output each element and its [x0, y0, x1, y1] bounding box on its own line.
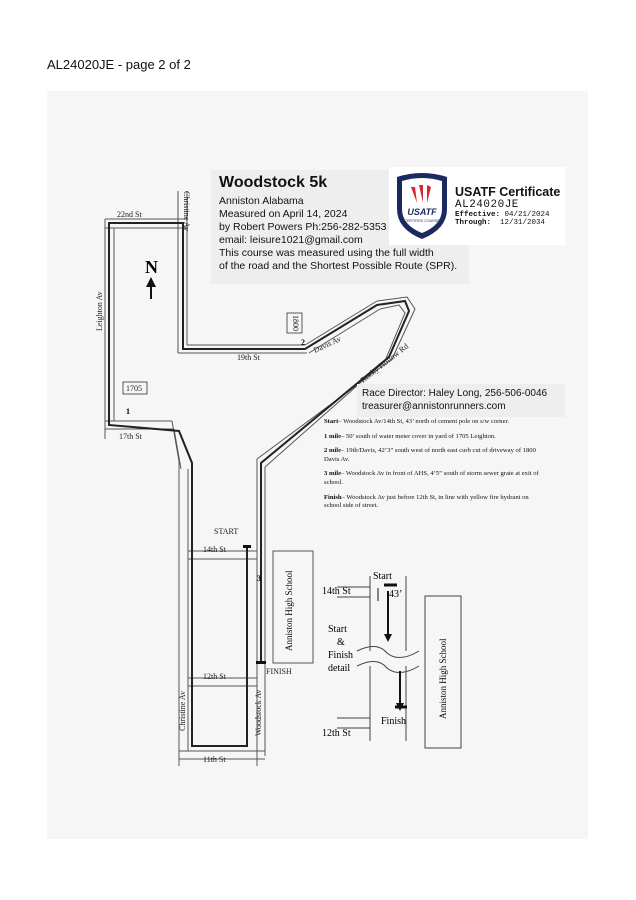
course-map: N 22nd St Christine Av Leighton Av 19th …: [95, 191, 462, 766]
start-finish-detail: [337, 576, 462, 749]
course-email: email: leisure1021@gmail.com: [219, 234, 363, 246]
street-christine-top: Christine Av: [182, 191, 191, 231]
detail-school-label: Anniston High School: [438, 638, 448, 719]
mile-2-label: 2: [301, 338, 305, 347]
course-title: Woodstock 5k: [219, 174, 328, 191]
street-12th: 12th St: [203, 672, 227, 681]
mile-3-label: 3: [257, 574, 261, 583]
certificate-number: AL24020JE: [455, 199, 519, 211]
detail-distance: 43’: [389, 589, 402, 600]
note-start: Start– Woodstock Av/14th St, 43’ north o…: [324, 418, 509, 425]
start-label: START: [214, 527, 238, 536]
course-map-sheet: N 22nd St Christine Av Leighton Av 19th …: [47, 91, 588, 839]
usatf-shield-icon: USATF CERTIFIED COURSE: [397, 173, 447, 239]
address-1705: 1705: [126, 384, 142, 393]
street-19th: 19th St: [237, 353, 261, 362]
note-mile-2: 2 mile– 19th/Davis, 42’3” south west of …: [324, 447, 536, 463]
street-rocky-hollow: Rocky Hollow Rd: [359, 342, 410, 385]
course-measurer: by Robert Powers Ph:256-282-5353: [219, 221, 387, 233]
page-header: AL24020JE - page 2 of 2: [47, 57, 191, 72]
certificate-heading: USATF Certificate: [455, 185, 561, 199]
finish-label: FINISH: [266, 667, 292, 676]
race-director-box: Race Director: Haley Long, 256-506-0046 …: [357, 384, 565, 417]
finish-marker: [256, 661, 266, 664]
detail-street-12th: 12th St: [322, 728, 351, 739]
north-label: N: [145, 257, 158, 277]
street-11th: 11th St: [203, 755, 226, 764]
detail-label-line-1: Start: [328, 624, 347, 635]
detail-label-line-2: &: [337, 637, 345, 648]
street-14th: 14th St: [203, 545, 227, 554]
split-notes: Start– Woodstock Av/14th St, 43’ north o…: [324, 418, 544, 517]
race-director-email: treasurer@annistonrunners.com: [362, 401, 506, 412]
effective-label: Effective:: [455, 211, 501, 219]
street-17th: 17th St: [119, 432, 143, 441]
street-woodstock: Woodstock Av: [254, 689, 263, 736]
usatf-logo-text: USATF: [407, 207, 437, 217]
note-mile-1: 1 mile– 50’ south of water meter cover i…: [324, 432, 496, 440]
detail-finish-label: Finish: [381, 716, 406, 727]
north-arrow: N: [145, 257, 158, 299]
effective-date: 04/21/2024: [504, 211, 550, 219]
course-method-line-2: of the road and the Shortest Possible Ro…: [219, 260, 458, 272]
detail-label-line-3: Finish: [328, 650, 353, 661]
address-1800: 1800: [291, 315, 300, 331]
school-label: Anniston High School: [284, 570, 294, 651]
course-measured-date: Measured on April 14, 2024: [219, 208, 348, 220]
usatf-logo-subtext: CERTIFIED COURSE: [404, 219, 440, 223]
usatf-certificate: USATF CERTIFIED COURSE USATF Certificate…: [389, 167, 565, 245]
course-location: Anniston Alabama: [219, 195, 304, 207]
street-davis: Davis Av: [312, 334, 342, 355]
through-date: 12/31/2034: [500, 219, 546, 227]
mile-1-label: 1: [126, 407, 130, 416]
through-label: Through:: [455, 219, 492, 227]
detail-start-label: Start: [373, 571, 392, 582]
race-director-name: Race Director: Haley Long, 256-506-0046: [362, 388, 548, 399]
note-finish: Finish– Woodstock Av just before 12th St…: [324, 493, 529, 510]
detail-label-line-4: detail: [328, 663, 350, 674]
street-22nd: 22nd St: [117, 210, 142, 219]
course-method-line-1: This course was measured using the full …: [219, 247, 434, 259]
course-route: [108, 222, 411, 747]
note-mile-3: 3 mile– Woodstock Av in front of AHS, 4’…: [324, 470, 539, 486]
street-christine-bottom: Christine Av: [178, 691, 187, 731]
start-marker: [243, 545, 251, 548]
detail-street-14th: 14th St: [322, 586, 351, 597]
street-leighton: Leighton Av: [95, 291, 104, 331]
